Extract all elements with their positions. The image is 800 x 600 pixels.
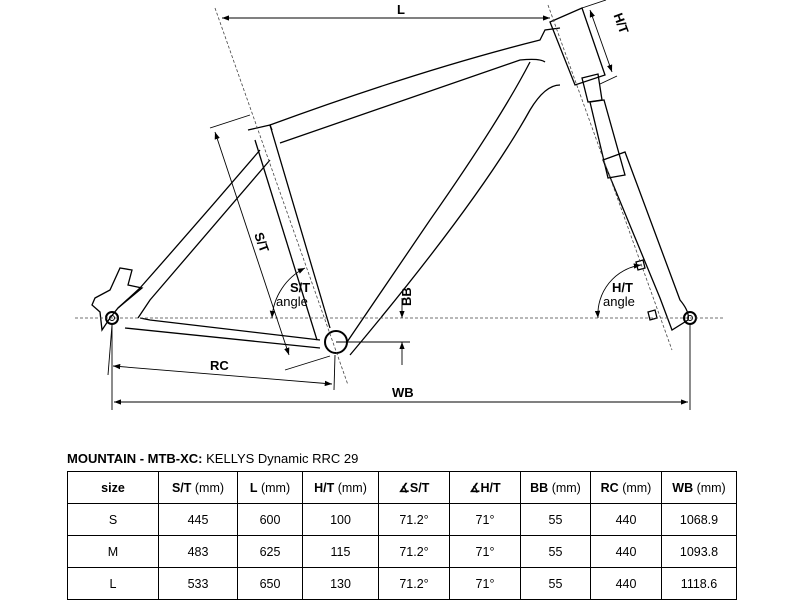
label-head-tube: H/T: [611, 11, 632, 36]
table-title: MOUNTAIN - MTB-XC: KELLYS Dynamic RRC 29: [67, 451, 359, 466]
table-cell: 71.2°: [378, 535, 450, 568]
label-reach: L: [397, 2, 405, 17]
table-cell: 440: [590, 567, 662, 600]
table-cell: 650: [237, 567, 303, 600]
column-header: H/T (mm): [302, 471, 379, 504]
table-cell: 1093.8: [661, 535, 737, 568]
table-cell: 625: [237, 535, 303, 568]
table-cell: 55: [520, 567, 591, 600]
table-cell: S: [67, 503, 159, 536]
table-cell: 71°: [449, 567, 521, 600]
table-cell: 71°: [449, 503, 521, 536]
table-cell: 130: [302, 567, 379, 600]
table-cell: 71.2°: [378, 503, 450, 536]
table-cell: 440: [590, 503, 662, 536]
label-wheelbase: WB: [392, 385, 414, 400]
label-ht-angle-word: angle: [603, 294, 635, 309]
table-cell: 71.2°: [378, 567, 450, 600]
label-chainstay: RC: [210, 358, 229, 373]
table-cell: 445: [158, 503, 238, 536]
label-st-angle: S/T: [290, 280, 310, 295]
reference-lines: [75, 4, 725, 386]
table-cell: 440: [590, 535, 662, 568]
column-header: S/T (mm): [158, 471, 238, 504]
column-header: ∡S/T: [378, 471, 450, 504]
column-header: L (mm): [237, 471, 303, 504]
table-cell: 1118.6: [661, 567, 737, 600]
table-cell: 55: [520, 535, 591, 568]
label-ht-angle: H/T: [612, 280, 633, 295]
column-header: ∡H/T: [449, 471, 521, 504]
label-seat-tube: S/T: [251, 230, 272, 254]
table-cell: 71°: [449, 535, 521, 568]
table-cell: 600: [237, 503, 303, 536]
table-cell: 533: [158, 567, 238, 600]
bike-frame-geometry-diagram: L H/T S/T S/T angle H/T angle BB RC WB: [75, 0, 725, 410]
column-header: BB (mm): [520, 471, 591, 504]
dimension-lines: [107, 0, 691, 410]
table-cell: L: [67, 567, 159, 600]
table-cell: 115: [302, 535, 379, 568]
label-bb-drop: BB: [399, 287, 414, 306]
table-cell: 483: [158, 535, 238, 568]
label-st-angle-word: angle: [276, 294, 308, 309]
column-header: WB (mm): [661, 471, 737, 504]
frame-outline: [91, 7, 689, 356]
column-header: RC (mm): [590, 471, 662, 504]
table-cell: 100: [302, 503, 379, 536]
table-cell: M: [67, 535, 159, 568]
table-cell: 1068.9: [661, 503, 737, 536]
column-header: size: [67, 471, 159, 504]
table-cell: 55: [520, 503, 591, 536]
